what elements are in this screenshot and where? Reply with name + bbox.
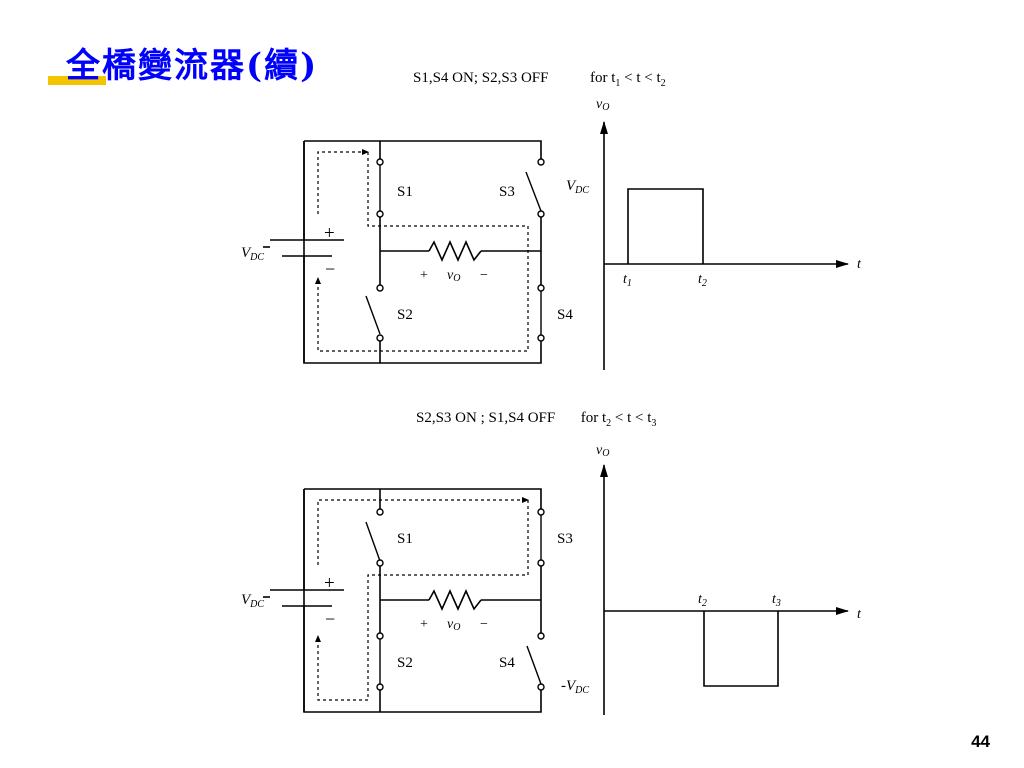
bottom-s3-label: S3 [557,531,573,547]
bottom-s1-label: S1 [397,531,413,547]
top-mode-text: S1,S4 ON; S2,S3 OFF [413,70,549,86]
top-switch-s4 [537,284,545,342]
top-s2-label: S2 [397,307,413,323]
bottom-minus-sign: − [325,609,335,629]
top-output-waveform [627,188,704,264]
top-switch-s1 [376,158,384,218]
bottom-tick-2: t3 [772,592,781,609]
bottom-switch-s3 [537,508,545,567]
top-interval-mid: < t < t [620,70,661,86]
bottom-axis-y-label: vO [596,443,609,459]
top-vo-plus: + [420,268,428,283]
top-axis-x-label: t [857,257,862,272]
top-plus-sign: + [324,223,335,244]
bottom-graph-axes [600,464,849,715]
bottom-interval-lower: 2 [606,418,612,429]
top-current-path [315,149,529,352]
bottom-switch-s1 [365,508,384,567]
bottom-vo-minus: − [480,617,488,632]
bottom-output-waveform [703,611,779,687]
top-tick-2: t2 [698,272,707,289]
top-minus-sign: − [325,259,335,279]
page-number: 44 [971,732,990,751]
bottom-source-label: VDC [241,592,264,610]
top-caption: S1,S4 ON; S2,S3 OFF for t1 < t < t2 [413,70,666,89]
bottom-axis-x-label: t [857,607,862,622]
bottom-vo-label: vO [447,617,460,633]
bottom-plus-sign: + [324,573,335,594]
bottom-interval-upper: 3 [651,418,657,429]
top-source-label: VDC [241,245,264,263]
bottom-circuit-wires [263,488,542,713]
top-circuit-wires [263,140,542,364]
bottom-tick-1: t2 [698,592,707,609]
top-vo-label: vO [447,268,460,284]
title-underline-bar [48,76,106,85]
top-level-label: VDC [566,178,589,196]
top-interval-lower: 1 [615,78,621,89]
top-interval-prefix: for t [589,70,616,86]
bottom-s2-label: S2 [397,655,413,671]
top-interval-upper: 2 [660,78,666,89]
top-s1-label: S1 [397,184,413,200]
bottom-current-path [315,497,529,701]
top-s4-label: S4 [557,307,573,323]
bottom-level-label: -VDC [561,678,589,696]
bottom-caption: S2,S3 ON ; S1,S4 OFF for t2 < t < t3 [416,410,656,429]
top-graph-axes [600,121,849,370]
bottom-mode-text: S2,S3 ON ; S1,S4 OFF [416,410,556,426]
top-switch-s3 [525,158,545,218]
top-axis-y-label: vO [596,97,609,113]
slide-title: 全橋變流器(續) [66,46,319,86]
top-switch-s2 [365,284,384,342]
bottom-switch-s4 [526,632,545,691]
top-s3-label: S3 [499,184,515,200]
top-tick-1: t1 [623,272,632,289]
bottom-interval-prefix: for t [580,410,607,426]
bottom-vo-plus: + [420,617,428,632]
bottom-switch-s2 [376,632,384,691]
bottom-s4-label: S4 [499,655,515,671]
bottom-interval-mid: < t < t [611,410,652,426]
top-vo-minus: − [480,268,488,283]
